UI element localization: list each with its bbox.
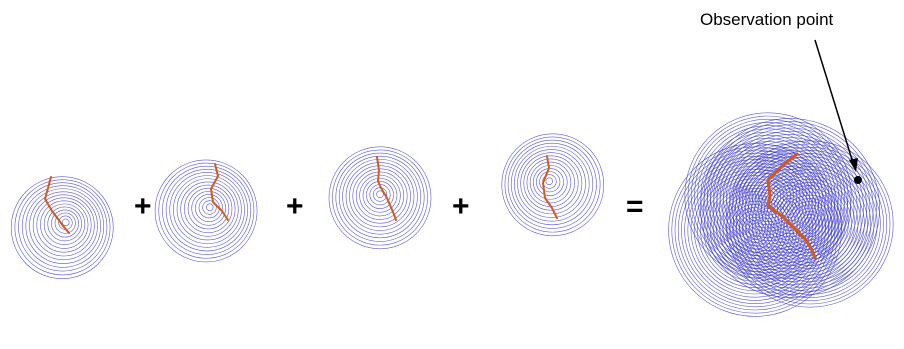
plus-operator-2: + (286, 192, 304, 222)
plus-operator-1: + (134, 192, 152, 222)
wavefront-ring (206, 204, 213, 211)
wavefront-ring (159, 163, 254, 258)
wavefront-ring (336, 153, 424, 241)
wavefront-ring (502, 134, 604, 236)
wavefront-ring (339, 156, 421, 238)
wavefront-ring (15, 180, 110, 275)
wavefront-panel-sum (669, 113, 894, 317)
wavefront-ring (505, 137, 600, 232)
wavefront-ring (546, 178, 553, 185)
wavefront-panel-3 (329, 147, 431, 249)
observation-point-dot (854, 176, 862, 184)
wavefront-ring (511, 143, 593, 225)
wavefront-ring (536, 168, 563, 195)
wavefront-ring (155, 160, 257, 262)
wavefront-ring (508, 140, 596, 228)
wavefront-ring (181, 182, 235, 236)
arrow-line (815, 40, 854, 166)
wavefront-ring (533, 165, 567, 199)
wavefront-panel-4 (502, 134, 604, 236)
wavefront-ring (166, 169, 248, 251)
plus-operator-3: + (452, 192, 470, 222)
wavefront-ring (162, 166, 250, 254)
wavefront-ring (353, 169, 407, 223)
equals-operator: = (626, 192, 644, 222)
wavefront-panel-1 (11, 177, 113, 279)
wavefront-ring (524, 156, 578, 210)
observation-point-label: Observation point (700, 10, 833, 30)
wavefront-panel-2 (155, 160, 257, 262)
observation-annotation (815, 40, 862, 184)
